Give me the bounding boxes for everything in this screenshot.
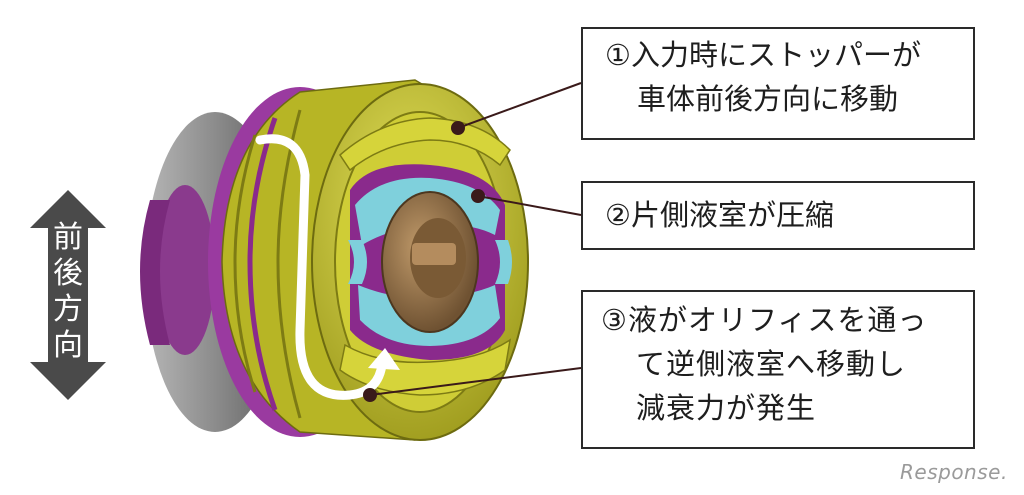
leader-lines (363, 82, 582, 402)
direction-char: 後 (53, 256, 83, 291)
callout-3-line-2: て逆側液室へ移動し (636, 347, 907, 381)
housing-face (311, 83, 529, 441)
direction-char: 前 (53, 220, 83, 255)
callout-3-line-3: 減衰力が発生 (636, 391, 817, 425)
callout-1-line-1: ①入力時にストッパーが (605, 38, 921, 72)
callout-3-line-1: ③液がオリフィスを通っ (601, 303, 928, 337)
response-watermark: Response. (900, 460, 1008, 484)
callout-2-line-1: ②片側液室が圧縮 (605, 198, 834, 232)
direction-char: 向 (53, 328, 83, 363)
callout-1-line-2: 車体前後方向に移動 (637, 82, 899, 116)
callout-1: ①入力時にストッパーが 車体前後方向に移動 (581, 27, 975, 140)
callout-2: ②片側液室が圧縮 (581, 181, 975, 250)
direction-arrow-label: 前 後 方 向 (48, 220, 88, 364)
direction-char: 方 (53, 292, 83, 327)
callout-3: ③液がオリフィスを通っ て逆側液室へ移動し 減衰力が発生 (581, 290, 975, 449)
direction-arrow (30, 190, 106, 400)
